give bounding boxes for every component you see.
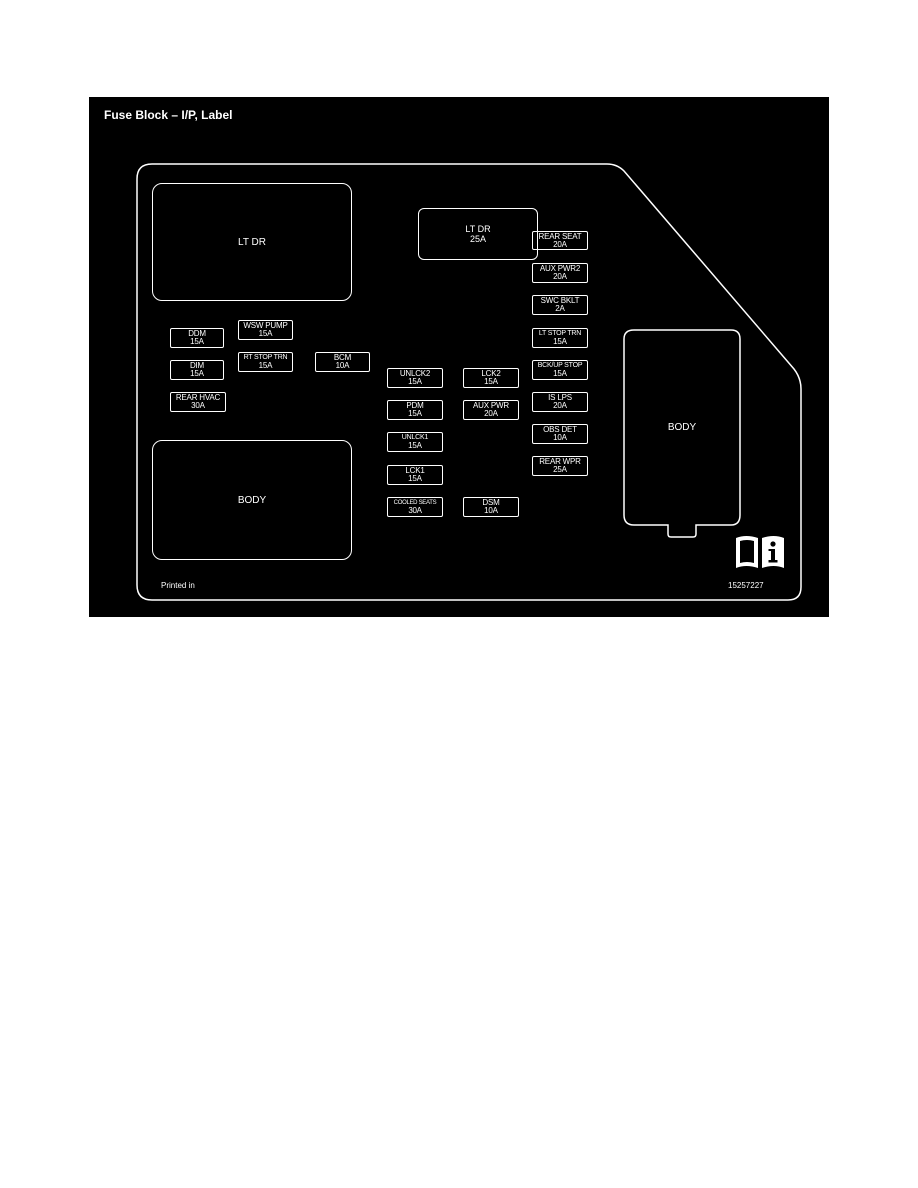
fuse-rating: 15A <box>258 361 273 370</box>
fuse-name: LCK1 <box>405 466 425 475</box>
fuse-rating: 15A <box>190 337 204 346</box>
fuse-name: DSM <box>482 498 500 507</box>
fuse-block-outline <box>136 163 802 601</box>
relay-label: LT DR <box>238 236 266 248</box>
body-relay-left: BODY <box>152 440 352 560</box>
fuse-name: AUX PWR2 <box>539 264 581 273</box>
fuse-lck1: LCK1 15A <box>387 465 443 485</box>
fuse-name: AUX PWR <box>473 401 509 410</box>
fuse-rating: 25A <box>553 465 567 474</box>
fuse-rating: 15A <box>408 441 422 450</box>
fuse-name: BCK/UP STOP <box>537 362 583 369</box>
fuse-name: OBS DET <box>543 425 577 434</box>
fuse-rt-stop-trn: RT STOP TRN 15A <box>238 352 293 372</box>
body-relay-right: BODY <box>624 330 740 525</box>
fuse-rear-wpr: REAR WPR 25A <box>532 456 588 476</box>
fuse-aux-pwr: AUX PWR 20A <box>463 400 519 420</box>
lt-dr-circuit-breaker: LT DR 25A <box>418 208 538 260</box>
fuse-rating: 20A <box>484 409 498 418</box>
fuse-cooled-seats: COOLED SEATS 30A <box>387 497 443 517</box>
fuse-rating: 15A <box>190 369 204 378</box>
fuse-name: DIM <box>189 361 205 370</box>
fuse-rating: 15A <box>408 474 422 483</box>
fuse-is-lps: IS LPS 20A <box>532 392 588 412</box>
breaker-name: LT DR <box>465 224 491 234</box>
fuse-rating: 20A <box>553 401 567 410</box>
fuse-name: UNLCK2 <box>399 369 431 378</box>
fuse-rating: 20A <box>553 272 567 281</box>
fuse-dim: DIM 15A <box>170 360 224 380</box>
fuse-rating: 10A <box>335 361 350 370</box>
breaker-rating: 25A <box>469 234 486 244</box>
fuse-dsm: DSM 10A <box>463 497 519 517</box>
fuse-pdm: PDM 15A <box>387 400 443 420</box>
fuse-rear-hvac: REAR HVAC 30A <box>170 392 226 412</box>
fuse-name: PDM <box>406 401 424 410</box>
fuse-name: IS LPS <box>548 393 572 402</box>
fuse-rating: 2A <box>555 304 565 313</box>
fuse-rating: 15A <box>553 337 567 346</box>
fuse-name: REAR WPR <box>539 457 581 466</box>
fuse-name: LT STOP TRN <box>538 330 582 337</box>
fuse-rating: 15A <box>258 329 273 338</box>
relay-label: BODY <box>237 494 267 506</box>
fuse-rating: 10A <box>553 433 567 442</box>
fuse-name: REAR HVAC <box>175 393 221 402</box>
fuse-rating: 15A <box>408 377 422 386</box>
fuse-swc-bklt: SWC BKLT 2A <box>532 295 588 315</box>
relay-label: BODY <box>667 422 697 433</box>
fuse-unlck2: UNLCK2 15A <box>387 368 443 388</box>
fuse-lck2: LCK2 15A <box>463 368 519 388</box>
fuse-rating: 30A <box>191 401 205 410</box>
fuse-rear-seat: REAR SEAT 20A <box>532 231 588 250</box>
owner-manual-info-icon <box>736 536 784 568</box>
diagram-title: Fuse Block – I/P, Label <box>104 108 233 122</box>
fuse-name: BCM <box>333 353 352 362</box>
fuse-name: COOLED SEATS <box>393 500 437 506</box>
fuse-wsw-pump: WSW PUMP 15A <box>238 320 293 340</box>
fuse-name: RT STOP TRN <box>243 354 288 361</box>
fuse-rating: 15A <box>408 409 422 418</box>
fuse-name: UNLCK1 <box>401 434 429 441</box>
part-number: 15257227 <box>728 581 764 590</box>
lt-dr-relay: LT DR <box>152 183 352 301</box>
fuse-name: REAR SEAT <box>538 231 582 241</box>
fuse-obs-det: OBS DET 10A <box>532 424 588 444</box>
fuse-rating: 10A <box>484 506 498 515</box>
fuse-name: SWC BKLT <box>540 296 580 305</box>
fuse-bcm: BCM 10A <box>315 352 370 372</box>
fuse-rating: 15A <box>553 369 567 378</box>
fuse-rating: 15A <box>484 377 498 386</box>
fuse-bckup-stop: BCK/UP STOP 15A <box>532 360 588 380</box>
printed-in-text: Printed in <box>161 581 195 590</box>
fuse-aux-pwr2: AUX PWR2 20A <box>532 263 588 283</box>
fuse-unlck1: UNLCK1 15A <box>387 432 443 452</box>
fuse-rating: 20A <box>553 239 567 249</box>
fuse-rating: 30A <box>408 506 422 515</box>
fuse-ddm: DDM 15A <box>170 328 224 348</box>
fuse-name: LCK2 <box>481 369 501 378</box>
fuse-lt-stop-trn: LT STOP TRN 15A <box>532 328 588 348</box>
fuse-name: WSW PUMP <box>243 321 288 330</box>
fuse-block-diagram: Fuse Block – I/P, Label LT DR BODY BODY … <box>89 97 829 617</box>
fuse-name: DDM <box>188 329 206 338</box>
